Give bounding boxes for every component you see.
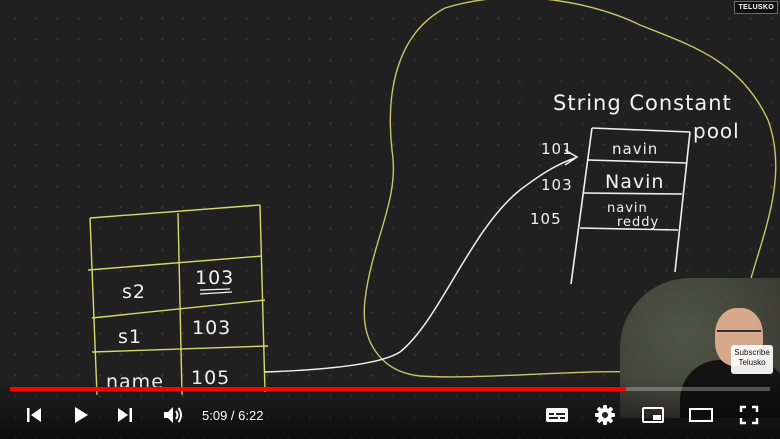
progress-bar[interactable] [10, 387, 770, 391]
pool-value-reddy: reddy [617, 215, 659, 230]
fullscreen-icon [739, 405, 759, 425]
stack-ref-s2: 103 [195, 267, 234, 289]
miniplayer-icon [642, 407, 664, 423]
theater-mode-icon [689, 408, 713, 422]
next-button[interactable] [113, 403, 137, 427]
pool-value-Navin: Navin [605, 171, 664, 193]
pool-title-line2: pool [693, 119, 740, 143]
time-separator: / [227, 408, 239, 423]
pool-value-navin: navin [612, 140, 658, 158]
stack-frame-table [87, 204, 269, 396]
previous-icon [27, 408, 41, 422]
progress-fill [10, 387, 626, 391]
subscribe-label: Subscribe [734, 348, 770, 357]
pool-address-103: 103 [541, 176, 573, 194]
previous-button[interactable] [22, 403, 46, 427]
stack-ref-s1: 103 [192, 317, 231, 339]
settings-gear-icon [595, 405, 615, 425]
subscribe-overlay[interactable]: Subscribe Telusko [731, 345, 773, 374]
pool-address-105: 105 [530, 210, 562, 228]
volume-icon [164, 407, 182, 423]
captions-button[interactable] [544, 403, 570, 427]
pool-title-line1: String Constant [553, 91, 732, 115]
miniplayer-button[interactable] [640, 403, 666, 427]
pool-address-101: 101 [541, 140, 573, 158]
settings-button[interactable] [592, 403, 618, 427]
captions-icon [546, 408, 568, 422]
subscribe-channel: Telusko [738, 358, 766, 367]
next-icon [118, 408, 132, 422]
play-button[interactable] [68, 403, 94, 427]
play-icon [75, 407, 88, 423]
pool-value-navin-2: navin [607, 201, 648, 216]
time-display: 5:09 / 6:22 [202, 408, 263, 423]
stack-var-s1: s1 [118, 326, 142, 348]
stack-var-s2: s2 [122, 281, 146, 303]
theater-mode-button[interactable] [688, 403, 714, 427]
current-time: 5:09 [202, 408, 228, 423]
duration: 6:22 [238, 408, 264, 423]
reference-arrow [264, 157, 576, 373]
fullscreen-button[interactable] [737, 403, 761, 427]
channel-watermark[interactable]: TELUSKO [734, 1, 778, 14]
mute-button[interactable] [160, 403, 186, 427]
reference-arrow-head [564, 149, 579, 166]
string-pool-table [570, 127, 691, 285]
